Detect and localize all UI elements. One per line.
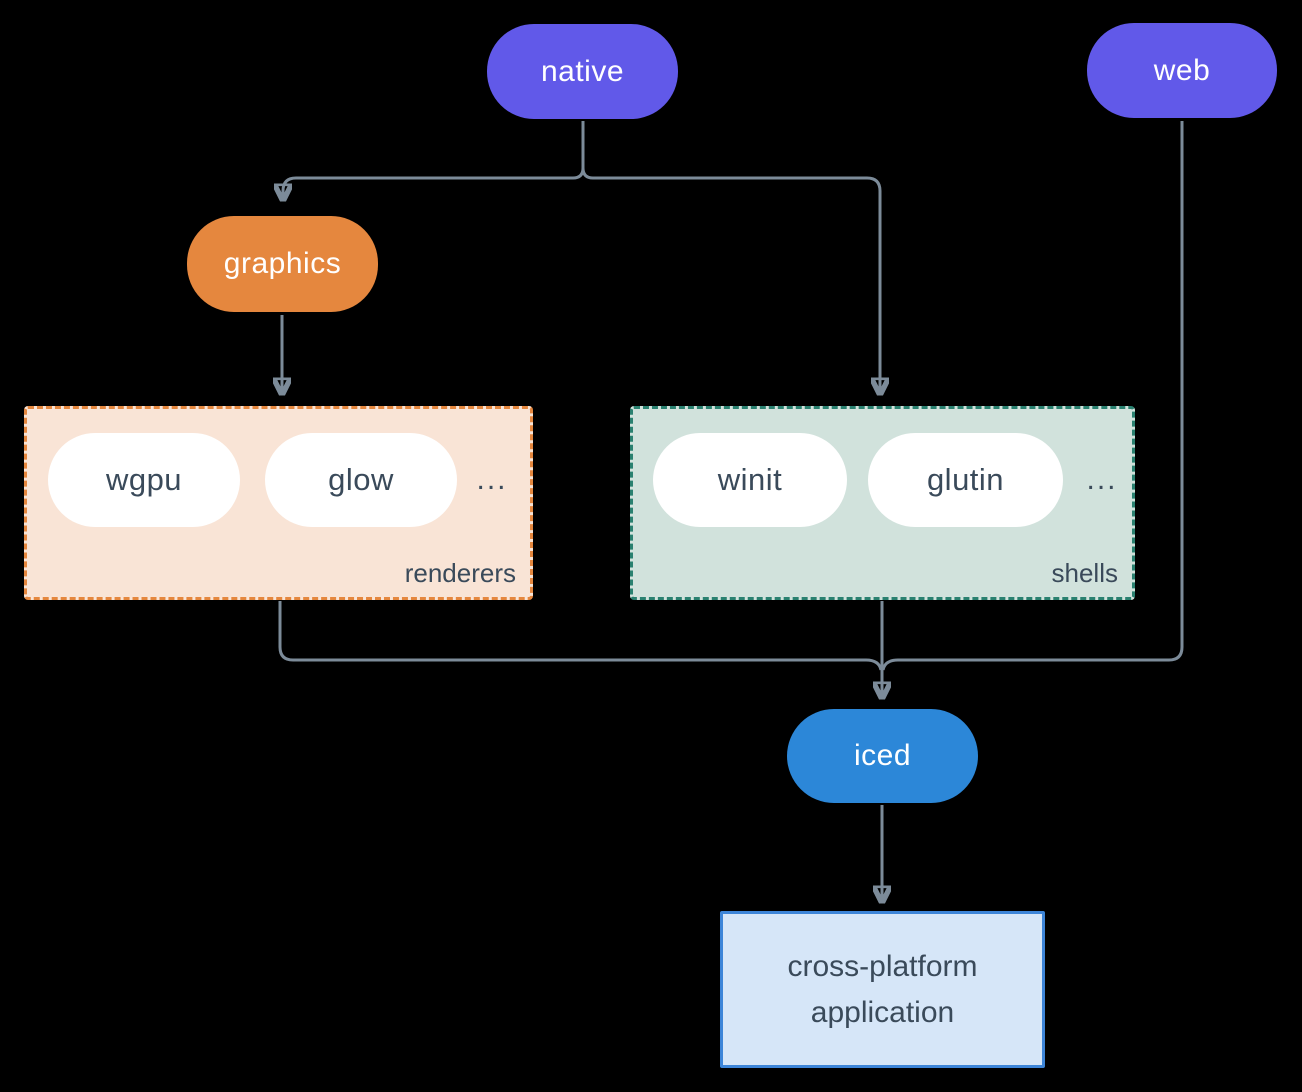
group-renderers: wgpu glow ... renderers — [24, 406, 533, 600]
pill-glutin: glutin — [868, 433, 1063, 527]
renderers-label: renderers — [404, 558, 516, 588]
node-iced: iced — [787, 709, 978, 803]
node-graphics: graphics — [187, 216, 378, 312]
edge-native-to-graphics — [283, 121, 585, 196]
shells-ellipsis: ... — [1086, 463, 1118, 496]
renderers-ellipsis: ... — [476, 463, 508, 496]
node-native: native — [487, 24, 678, 119]
edge-web-to-merge — [881, 121, 1184, 671]
edge-renderers-to-merge — [278, 601, 883, 671]
edge-native-to-shells — [581, 121, 880, 390]
pill-wgpu: wgpu — [48, 433, 240, 527]
group-shells: winit glutin ... shells — [630, 406, 1135, 600]
application-label-line2: application — [810, 995, 955, 1029]
pill-glow: glow — [265, 433, 457, 527]
node-cross-platform-application: cross-platform application — [720, 911, 1045, 1068]
shells-label: shells — [1051, 558, 1118, 588]
application-label-line1: cross-platform — [787, 949, 978, 983]
node-web: web — [1087, 23, 1277, 118]
pill-winit: winit — [653, 433, 847, 527]
